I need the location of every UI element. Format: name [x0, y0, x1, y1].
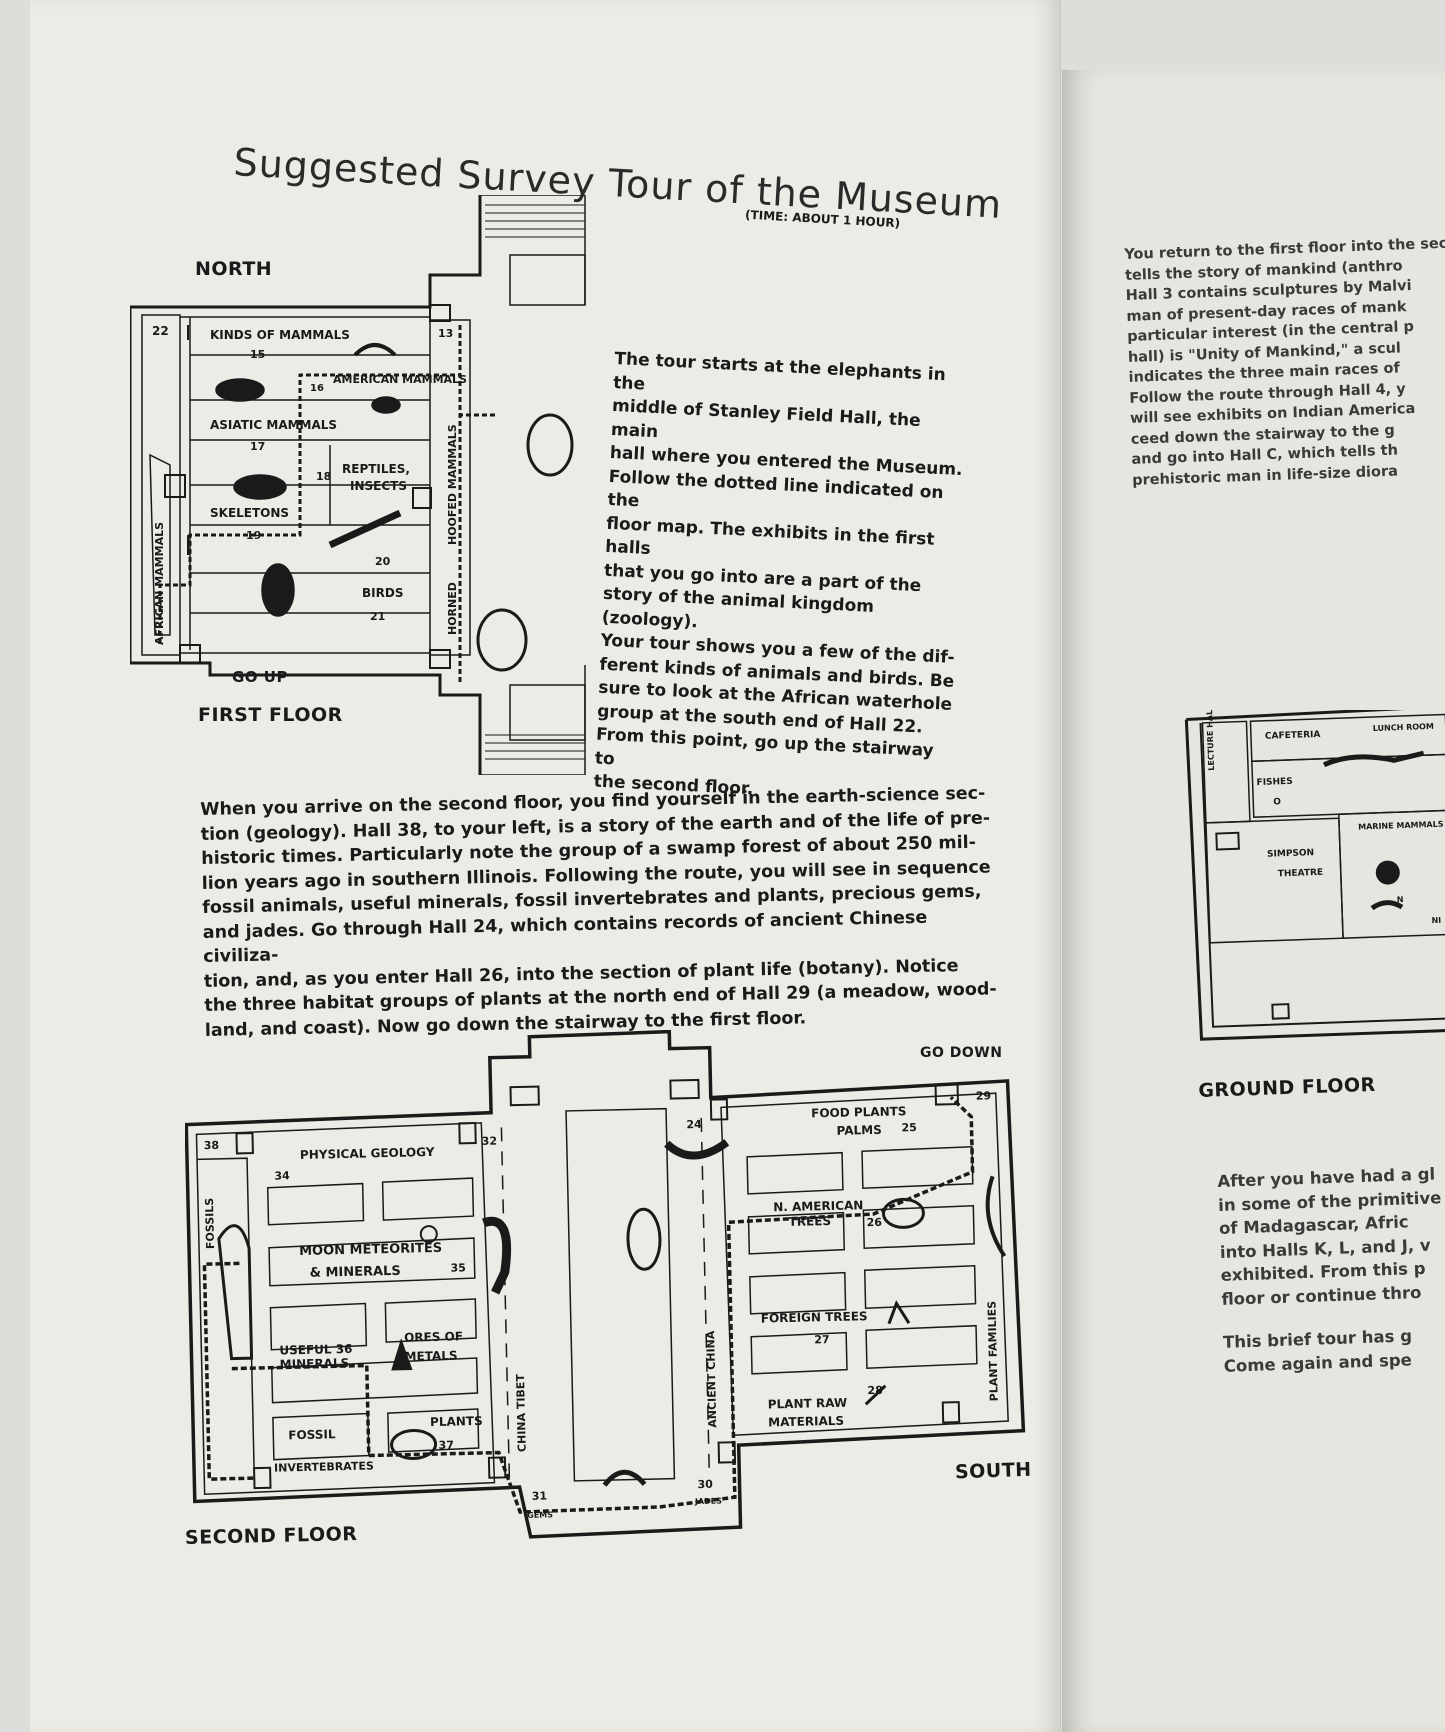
fishes-label: FISHES — [1256, 777, 1292, 788]
ores-of-label: ORES OF — [404, 1329, 463, 1344]
minerals-label: & MINERALS — [309, 1264, 400, 1281]
moon-meteorites-label: MOON METEORITES — [299, 1241, 442, 1259]
gems-label: GEMS — [527, 1510, 553, 1520]
plant-raw-label: PLANT RAW — [768, 1396, 848, 1412]
hall-21: 21 — [370, 610, 385, 623]
hall-25: 25 — [901, 1121, 917, 1134]
hall-17: 17 — [250, 440, 265, 453]
hall-18: 18 — [316, 470, 331, 483]
hall-24: 24 — [686, 1118, 702, 1131]
metals-label: METALS — [404, 1348, 457, 1363]
materials-label: MATERIALS — [768, 1414, 844, 1430]
go-down-label: GO DOWN — [920, 1045, 1003, 1061]
insects-label: INSECTS — [350, 479, 407, 493]
birds-label: BIRDS — [362, 586, 403, 600]
fossils-label: FOSSILS — [203, 1198, 217, 1250]
cafeteria-label: CAFETERIA — [1265, 730, 1321, 742]
ground-floor-label: GROUND FLOOR — [1198, 1073, 1377, 1102]
skeletons-label: SKELETONS — [210, 506, 289, 520]
lunch-room-label: LUNCH ROOM — [1373, 722, 1434, 733]
asiatic-mammals-label: ASIATIC MAMMALS — [210, 418, 337, 432]
plant-families-label: PLANT FAMILIES — [985, 1301, 1000, 1402]
go-up-label: GO UP — [232, 668, 288, 686]
simpson-label: SIMPSON — [1267, 848, 1314, 860]
plants-label: PLANTS — [430, 1414, 483, 1429]
invertebrates-label: INVERTEBRATES — [274, 1459, 374, 1474]
hall-ni-label: NI — [1431, 916, 1441, 925]
fossil-label: FOSSIL — [288, 1427, 336, 1442]
south-label: SOUTH — [954, 1458, 1033, 1484]
african-mammals-label: AFRICAN MAMMALS — [153, 522, 166, 645]
hall-22: 22 — [152, 324, 169, 338]
second-floor-label: SECOND FLOOR — [184, 1523, 358, 1549]
reptiles-label: REPTILES, — [342, 462, 410, 476]
hall-19: 19 — [246, 529, 261, 542]
food-plants-label: FOOD PLANTS — [811, 1104, 907, 1120]
hall-13: 13 — [438, 327, 453, 340]
right-page-text-bottom: After you have had a gl in some of the p… — [1217, 1162, 1445, 1378]
first-floor-map: 22 AFRICAN MAMMALS KINDS OF MAMMALS 15 1… — [130, 195, 586, 775]
hall-32: 32 — [482, 1135, 498, 1148]
n-american-label: N. AMERICAN — [773, 1198, 863, 1214]
jades-label: JADES — [694, 1497, 722, 1507]
lecture-hall-label: LECTURE HALL — [1205, 710, 1216, 771]
palms-label: PALMS — [836, 1123, 882, 1138]
hall-n-label: N — [1397, 895, 1404, 904]
hall-26: 26 — [867, 1216, 883, 1229]
hall-37: 37 — [438, 1439, 454, 1452]
china-tibet-label: CHINA TIBET — [514, 1373, 529, 1452]
right-page: You return to the first floor into the s… — [1062, 70, 1445, 1732]
foreign-trees-label: FOREIGN TREES — [761, 1309, 868, 1325]
useful-minerals-label: USEFUL 36 — [279, 1342, 352, 1358]
first-floor-label: FIRST FLOOR — [198, 704, 343, 726]
first-floor-description: The tour starts at the elephants in the … — [593, 348, 974, 812]
hall-28: 28 — [867, 1384, 883, 1397]
trees-label: TREES — [788, 1214, 831, 1229]
ancient-china-label: ANCIENT CHINA — [704, 1330, 719, 1428]
hall-29: 29 — [976, 1089, 992, 1102]
kinds-of-mammals-label: KINDS OF MAMMALS — [210, 328, 350, 342]
hall-27: 27 — [814, 1333, 830, 1346]
north-label: NORTH — [195, 258, 273, 280]
horned-label: HORNED — [446, 582, 459, 635]
second-floor-map: 38 FOSSILS PHYSICAL GEOLOGY 34 32 MOON M… — [185, 1030, 1026, 1539]
theatre-label: THEATRE — [1278, 868, 1324, 880]
minerals-36-label: MINERALS — [280, 1356, 350, 1372]
ground-floor-map: CAFETERIA LUNCH ROOM LECTURE HALL FISHES… — [1184, 710, 1445, 1041]
hall-20: 20 — [375, 555, 391, 568]
hall-o-label: O — [1273, 797, 1281, 807]
hall-38: 38 — [204, 1139, 220, 1152]
left-page — [30, 0, 1061, 1732]
hall-16: 16 — [310, 383, 324, 394]
hall-30: 30 — [697, 1478, 713, 1491]
hall-31: 31 — [532, 1489, 548, 1502]
hoofed-mammals-label: HOOFED MAMMALS — [446, 424, 459, 545]
second-floor-description: When you arrive on the second floor, you… — [200, 781, 1005, 1043]
right-page-text-top: You return to the first floor into the s… — [1124, 234, 1445, 491]
hall-35: 35 — [450, 1261, 466, 1274]
hall-15: 15 — [250, 348, 265, 361]
marine-mammals-label: MARINE MAMMALS — [1358, 820, 1444, 832]
physical-geology-label: PHYSICAL GEOLOGY — [300, 1145, 435, 1162]
american-mammals-label: AMERICAN MAMMALS — [333, 373, 467, 386]
hall-34: 34 — [274, 1169, 290, 1182]
